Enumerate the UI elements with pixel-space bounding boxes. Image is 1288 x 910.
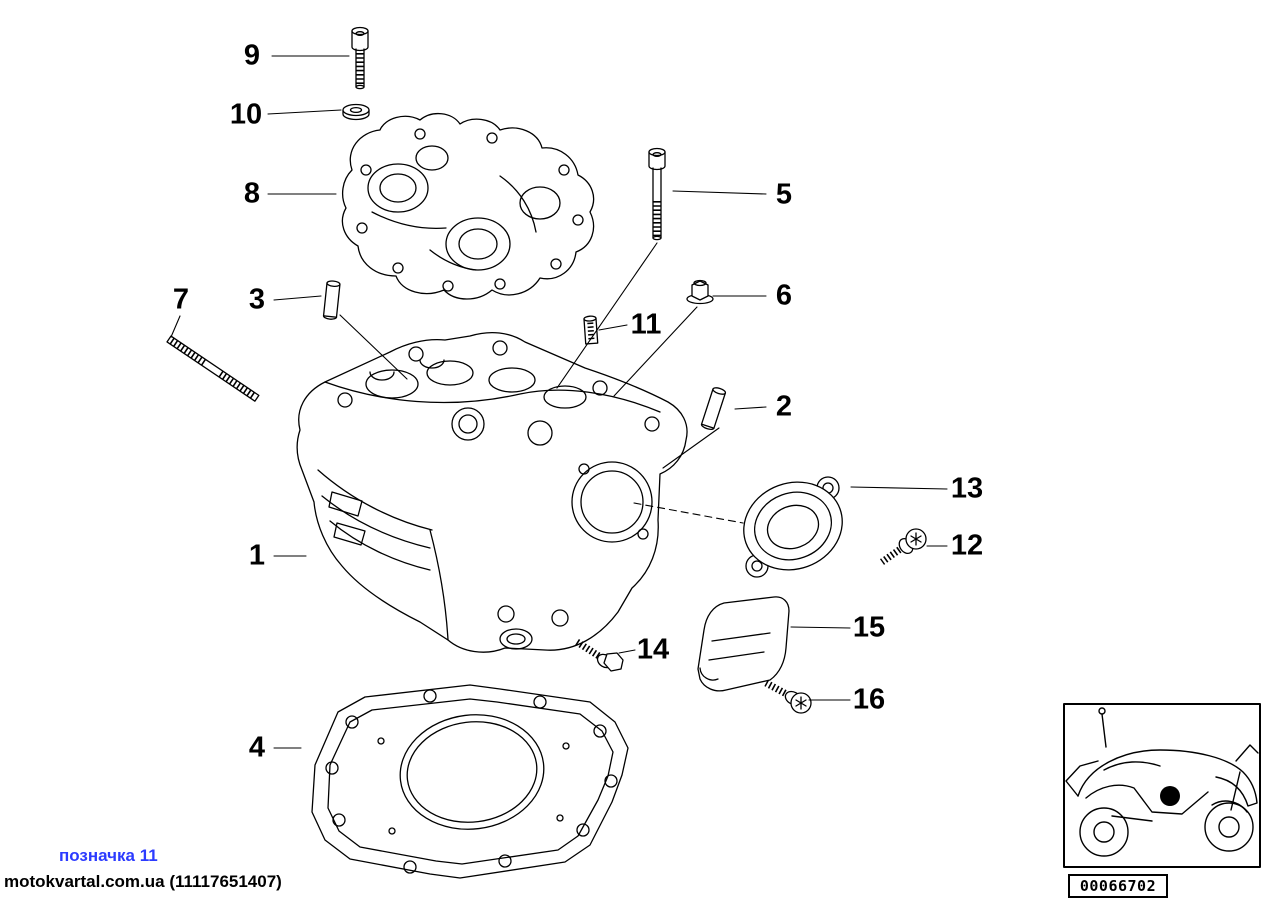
callout-14: 14 bbox=[636, 633, 670, 666]
part-2-dowel bbox=[700, 387, 727, 431]
leader-lines bbox=[170, 55, 948, 749]
callout-7: 7 bbox=[172, 283, 190, 316]
part-5-bolt bbox=[648, 147, 666, 241]
part-12-screw bbox=[879, 528, 927, 565]
callout-16: 16 bbox=[852, 683, 886, 716]
callout-9: 9 bbox=[243, 39, 261, 72]
callout-13: 13 bbox=[950, 472, 984, 505]
part-8-camshaft-carrier bbox=[341, 113, 595, 300]
part-16-screw bbox=[764, 679, 812, 714]
callout-11: 11 bbox=[630, 308, 662, 341]
callout-12: 12 bbox=[950, 529, 984, 562]
callout-15: 15 bbox=[852, 611, 886, 644]
note-link[interactable]: позначка 11 bbox=[59, 846, 158, 865]
part-13-cover bbox=[743, 476, 843, 578]
part-11-sleeve bbox=[583, 315, 599, 345]
callout-4: 4 bbox=[248, 731, 266, 764]
callout-1: 1 bbox=[248, 539, 266, 572]
part-4-gasket bbox=[311, 684, 629, 879]
watermark-caption: motokvartal.com.ua (11117651407) bbox=[4, 872, 282, 891]
callout-10: 10 bbox=[229, 98, 263, 131]
callout-3: 3 bbox=[248, 283, 266, 316]
part-14-bolt bbox=[575, 639, 624, 672]
diagram-code-box: 00066702 bbox=[1068, 874, 1168, 898]
part-9-bolt bbox=[351, 26, 369, 90]
motorcycle-icon bbox=[1065, 707, 1259, 857]
callout-8: 8 bbox=[243, 177, 261, 210]
motorcycle-thumbnail bbox=[1063, 703, 1261, 868]
part-10-washer bbox=[342, 103, 370, 121]
callout-5: 5 bbox=[775, 178, 793, 211]
part-6-flange-nut bbox=[686, 279, 714, 305]
part-7-stud bbox=[166, 335, 260, 402]
callout-2: 2 bbox=[775, 390, 793, 423]
callout-6: 6 bbox=[775, 279, 793, 312]
part-15-heat-shield bbox=[697, 596, 790, 692]
part-1-cylinder-head bbox=[296, 331, 688, 653]
diagram-code: 00066702 bbox=[1079, 877, 1157, 895]
part-3-dowel bbox=[322, 280, 341, 320]
